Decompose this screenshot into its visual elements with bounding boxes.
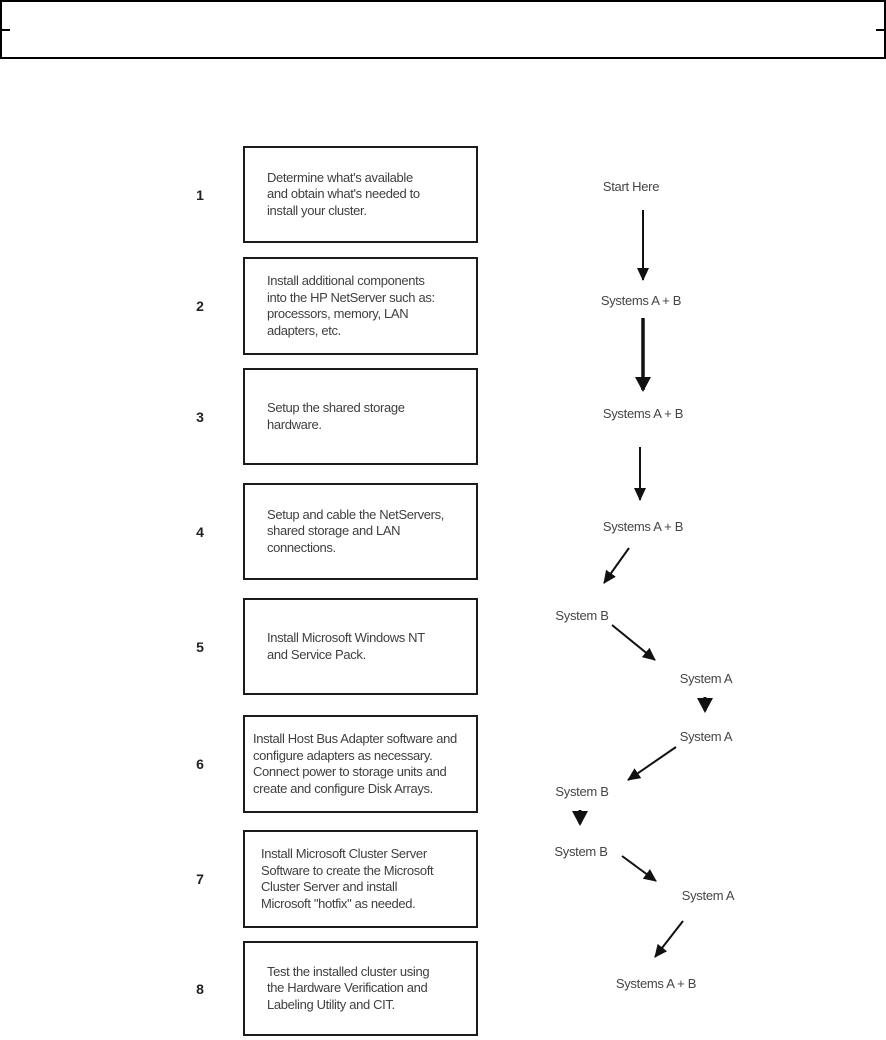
step-text-8: Test the installed cluster using the Har… (267, 963, 430, 1012)
flow-node-system-b-1: System B (555, 608, 609, 623)
step-number-7: 7 (196, 871, 204, 887)
header-row-divider-right (876, 29, 884, 31)
step-text-7: Install Microsoft Cluster Server Softwar… (261, 846, 434, 911)
flow-node-systems-ab-2: Systems A + B (602, 406, 684, 421)
flow-arrow-10 (654, 920, 684, 958)
flow-arrow-7 (627, 746, 677, 781)
step-number-8: 8 (196, 981, 204, 997)
step-box-6: Install Host Bus Adapter software and co… (243, 715, 478, 813)
flow-arrow-5 (611, 624, 656, 661)
flow-node-system-b-3: System B (554, 844, 608, 859)
flow-node-systems-ab-1: Systems A + B (600, 293, 682, 308)
step-text-2: Install additional components into the H… (267, 273, 435, 338)
step-number-5: 5 (196, 639, 204, 655)
step-box-4: Setup and cable the NetServers, shared s… (243, 483, 478, 580)
step-box-1: Determine what's available and obtain wh… (243, 146, 478, 243)
step-box-7: Install Microsoft Cluster Server Softwar… (243, 830, 478, 928)
step-number-4: 4 (196, 524, 204, 540)
step-text-1: Determine what's available and obtain wh… (267, 169, 420, 218)
step-number-2: 2 (196, 298, 204, 314)
step-box-5: Install Microsoft Windows NT and Service… (243, 598, 478, 695)
flow-node-start-here: Start Here (602, 179, 660, 194)
flow-node-systems-ab-4: Systems A + B (615, 976, 697, 991)
flow-node-systems-ab-3: Systems A + B (602, 519, 684, 534)
step-box-3: Setup the shared storage hardware. (243, 368, 478, 465)
flow-node-system-a-3: System A (681, 888, 735, 903)
flow-arrow-4 (603, 547, 630, 584)
step-number-1: 1 (196, 187, 204, 203)
step-text-5: Install Microsoft Windows NT and Service… (267, 630, 425, 662)
flow-node-system-a-2: System A (679, 729, 733, 744)
step-text-3: Setup the shared storage hardware. (267, 400, 405, 432)
step-text-4: Setup and cable the NetServers, shared s… (267, 506, 445, 555)
flow-node-system-a-1: System A (679, 671, 733, 686)
flow-node-system-b-2: System B (555, 784, 609, 799)
step-text-6: Install Host Bus Adapter software and co… (253, 731, 457, 796)
header-row-divider-left (2, 29, 10, 31)
step-number-3: 3 (196, 409, 204, 425)
step-number-6: 6 (196, 756, 204, 772)
step-box-2: Install additional components into the H… (243, 257, 478, 355)
step-box-8: Test the installed cluster using the Har… (243, 941, 478, 1036)
page-header-table (0, 0, 886, 59)
